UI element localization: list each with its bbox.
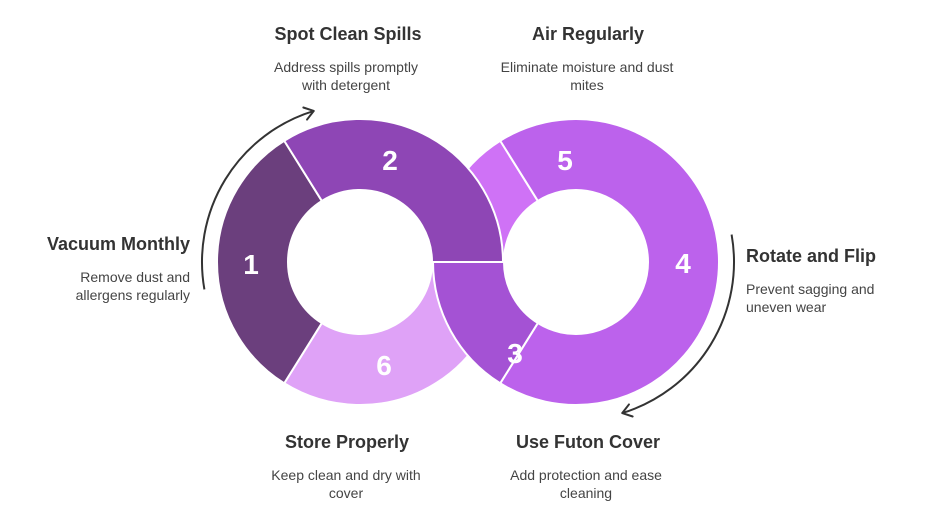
step-4-description: Prevent sagging and uneven wear <box>746 280 874 316</box>
step-5-number: 5 <box>557 145 573 176</box>
ring-segment-4 <box>498 118 720 406</box>
step-2-title: Spot Clean Spills <box>274 24 422 44</box>
step-1-title: Vacuum Monthly <box>46 234 190 254</box>
step-6-number: 6 <box>376 350 392 381</box>
cycle-arrow-right <box>621 234 735 415</box>
cycle-arrow-left <box>201 109 315 290</box>
step-1-number: 1 <box>243 249 259 280</box>
ring-segment-3 <box>431 261 540 385</box>
step-6-title: Store Properly <box>284 432 410 452</box>
step-2-description-line-1: Address spills promptly <box>274 59 418 75</box>
step-6-description: Keep clean and dry with cover <box>271 466 420 502</box>
step-3-description: Add protection and ease cleaning <box>510 466 662 502</box>
step-4-description-line-1: Prevent sagging and <box>746 281 875 297</box>
step-2-description-line-2: with detergent <box>302 77 390 93</box>
step-1-description: Remove dust and allergens regularly <box>76 268 190 304</box>
step-5-description-line-2: mites <box>570 77 604 93</box>
ring-segment-2 <box>282 118 505 263</box>
step-5-title: Air Regularly <box>531 24 645 44</box>
step-4-description-line-2: uneven wear <box>746 299 827 315</box>
step-4-number: 4 <box>675 248 691 279</box>
step-2-number: 2 <box>382 145 398 176</box>
ring-segment-1 <box>216 139 324 385</box>
step-3-title: Use Futon Cover <box>515 432 661 452</box>
step-5-description-line-1: Eliminate moisture and dust <box>500 59 674 75</box>
step-2-description: Address spills promptly with detergent <box>274 58 418 94</box>
step-1-description-line-2: allergens regularly <box>75 287 190 303</box>
step-6-description-line-1: Keep clean and dry with <box>271 467 421 483</box>
cycle-arrow-right-head <box>621 403 634 418</box>
step-3-number: 3 <box>507 338 523 369</box>
step-3-description-line-2: cleaning <box>559 485 613 501</box>
step-3-description-line-1: Add protection and ease <box>510 467 662 483</box>
cycle-arrow-left-head <box>302 106 315 121</box>
step-4-title: Rotate and Flip <box>746 246 876 266</box>
step-5-description: Eliminate moisture and dust mites <box>501 58 674 94</box>
step-6-description-line-2: cover <box>328 485 364 501</box>
step-1-description-line-1: Remove dust and <box>80 269 190 285</box>
